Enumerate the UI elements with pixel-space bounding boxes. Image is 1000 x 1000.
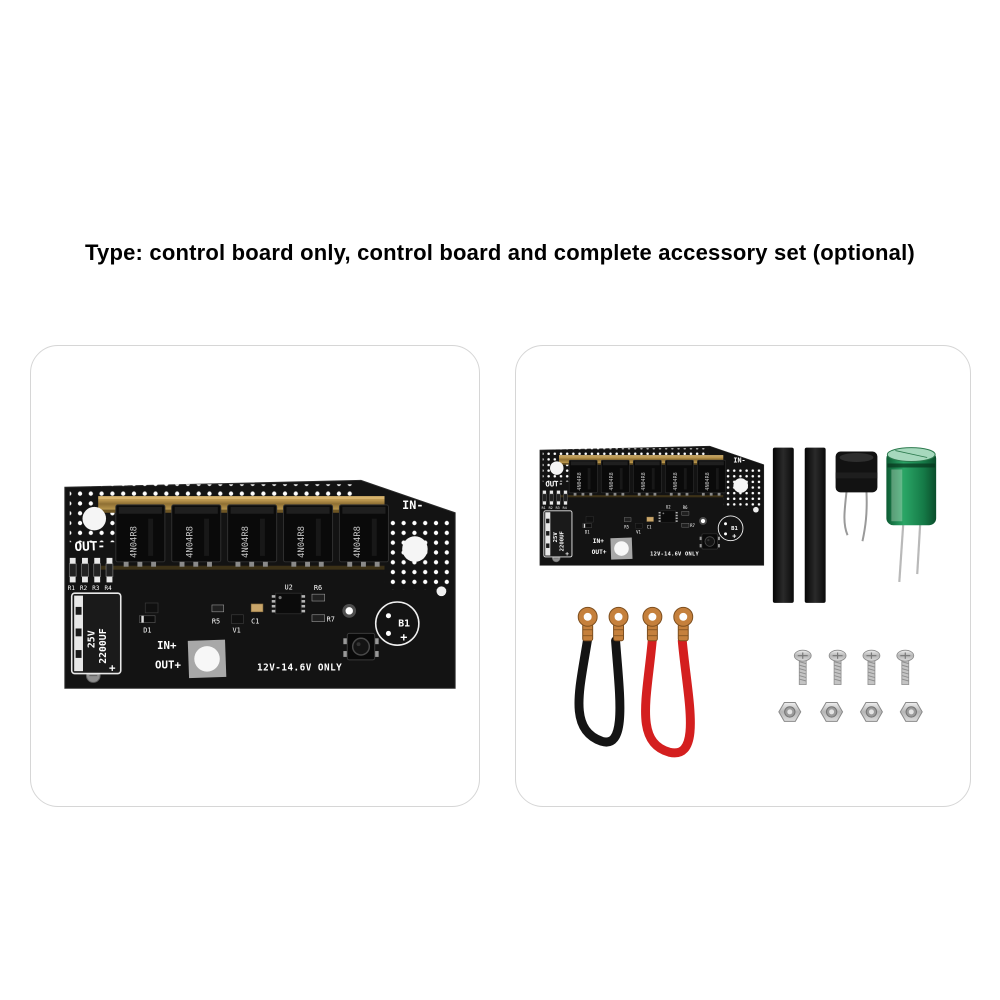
control-board-illustration <box>31 346 479 806</box>
battery-cables <box>574 606 695 758</box>
black-wire <box>574 634 625 747</box>
panel-control-board-only <box>30 345 480 807</box>
screws <box>793 649 915 686</box>
pcb-small <box>540 446 764 565</box>
nickel-strip <box>804 447 826 603</box>
hex-nuts <box>778 701 923 722</box>
product-title: Type: control board only, control board … <box>85 240 915 265</box>
panel-complete-set <box>515 345 971 807</box>
inductor <box>835 451 878 542</box>
nickel-strip <box>772 447 794 603</box>
red-wire <box>641 634 695 758</box>
nickel-strips <box>772 447 826 603</box>
electrolytic-capacitor <box>886 447 937 583</box>
accessory-set-illustration <box>516 346 937 758</box>
pcb-large <box>65 480 455 688</box>
